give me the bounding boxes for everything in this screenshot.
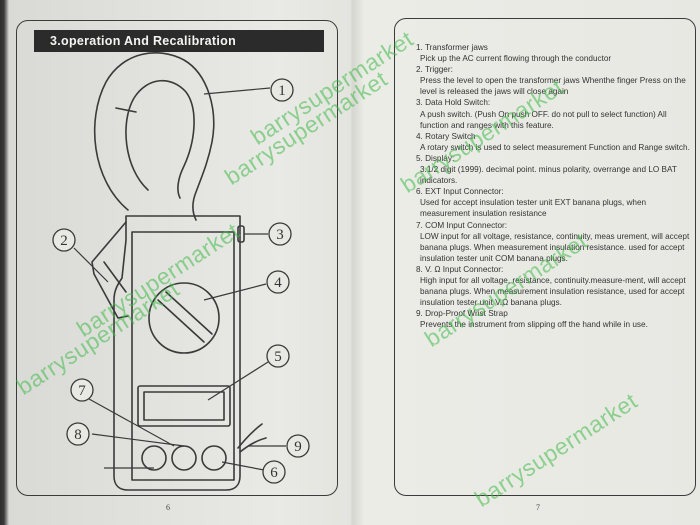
- svg-text:3: 3: [276, 227, 284, 243]
- meter-face: [131, 231, 235, 481]
- callout-8: 8: [66, 422, 90, 446]
- section-title-banner: 3.operation And Recalibration: [34, 30, 324, 52]
- desc-item-8: 8. V. Ω Input Connector:High input for a…: [416, 264, 686, 308]
- svg-text:1: 1: [278, 83, 286, 99]
- svg-text:9: 9: [294, 439, 302, 455]
- rotary-switch: [148, 282, 220, 354]
- svg-text:2: 2: [60, 233, 68, 249]
- page-number-left: 6: [166, 503, 170, 512]
- callout-4: 4: [266, 270, 290, 294]
- callout-3: 3: [268, 222, 292, 246]
- desc-item-6: 6. EXT Input Connector:Used for accept i…: [416, 187, 647, 219]
- callout-2: 2: [52, 228, 76, 252]
- desc-item-2: 2. Trigger:Press the level to open the t…: [416, 65, 686, 97]
- page-number-right: 7: [536, 503, 540, 512]
- svg-text:6: 6: [270, 465, 278, 481]
- v-ohm-connector: [201, 445, 227, 471]
- jaw-outline: [93, 52, 215, 221]
- desc-item-5: 5. Display:3.1/2 digit (1999). decimal p…: [416, 153, 677, 186]
- svg-text:8: 8: [74, 427, 82, 443]
- trigger-lever: [91, 221, 129, 319]
- ext-connector: [141, 445, 167, 471]
- callout-6: 6: [262, 460, 286, 484]
- display-window: [137, 385, 231, 427]
- callout-7: 7: [70, 378, 94, 402]
- wrist-strap: [237, 423, 267, 453]
- desc-item-3: 3. Data Hold Switch:A push switch. (Push…: [416, 98, 667, 130]
- jaw-opening: [125, 79, 195, 199]
- callout-5: 5: [266, 344, 290, 368]
- left-page: 3.operation And Recalibration: [8, 0, 350, 525]
- svg-text:5: 5: [274, 349, 282, 365]
- left-page-frame: [16, 20, 338, 496]
- com-connector: [171, 445, 197, 471]
- svg-text:7: 7: [78, 383, 86, 399]
- callout-9: 9: [286, 434, 310, 458]
- clamp-meter-diagram: 1 2 3 4 5 6 7 8 9: [52, 52, 310, 491]
- meter-body: [113, 215, 241, 491]
- desc-item-7: 7. COM Input Connector:LOW input for all…: [416, 220, 690, 263]
- right-page-frame: [394, 18, 696, 496]
- svg-text:4: 4: [274, 275, 282, 291]
- callout-1: 1: [270, 78, 294, 102]
